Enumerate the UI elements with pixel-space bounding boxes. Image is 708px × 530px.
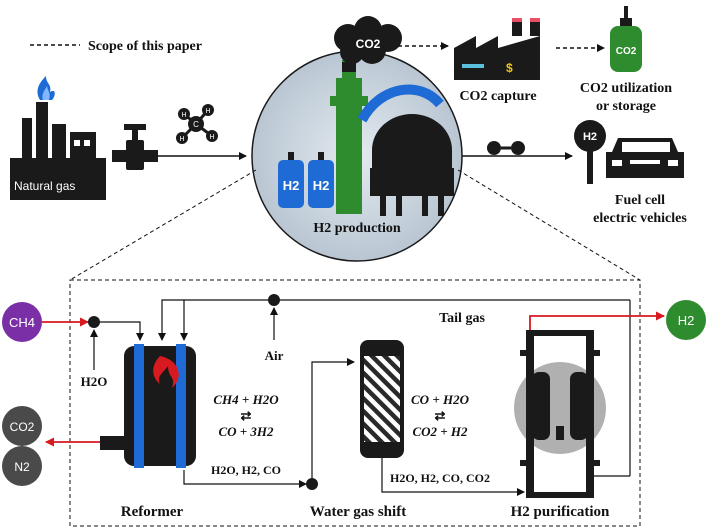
purification-unit-icon: [514, 330, 606, 498]
station-label: H2: [583, 131, 597, 143]
tail-gas-node: [268, 294, 280, 306]
wgs-label: Water gas shift: [310, 504, 406, 520]
tail-gas-to-reformer: [158, 299, 268, 341]
reformer-outlet-line: [183, 470, 307, 488]
fuel-cell-vehicle-icon: [574, 120, 684, 184]
reformer-icon: [100, 344, 196, 468]
wgs-reactor-icon: [360, 340, 404, 458]
cylinder-label-1: H2: [283, 178, 300, 193]
methane-molecule-icon: C H H H H: [176, 104, 218, 144]
eq1-arrow: ⇄: [241, 408, 252, 423]
eq1-top: CH4 + H2O: [213, 392, 279, 407]
co2-utilization-label-1: CO2 utilization: [580, 81, 672, 96]
wgs-feed-line: [311, 358, 355, 478]
n2-out-label: N2: [14, 460, 30, 474]
h2-plant-icon: [278, 60, 454, 216]
svg-text:$: $: [506, 61, 513, 75]
svg-text:H: H: [179, 136, 184, 143]
eq2-arrow: ⇄: [435, 408, 446, 423]
co2-utilization-label-2: or storage: [596, 99, 656, 114]
stream1-label: H2O, H2, CO: [211, 463, 281, 477]
co2-cloud-icon: [334, 16, 402, 72]
cylinder-label-2: H2: [313, 178, 330, 193]
tail-gas-label: Tail gas: [439, 311, 485, 326]
factory-icon: $: [454, 18, 540, 80]
co2-out-label: CO2: [10, 420, 35, 434]
ch4-node: [2, 302, 42, 342]
h2-out-label: H2: [678, 313, 695, 328]
co2-tank-label: CO2: [616, 46, 637, 57]
svg-text:H: H: [205, 108, 210, 115]
n2-out-node: [2, 446, 42, 486]
wgs-outlet-line: [381, 458, 525, 496]
co2-cloud-label: CO2: [356, 37, 381, 51]
co2-out-node: [2, 406, 42, 446]
co2-capture-label: CO2 capture: [459, 89, 536, 104]
scope-connector-right: [457, 169, 641, 281]
eq1-bottom: CO + 3H2: [218, 424, 274, 439]
h2-product-arrow: [529, 311, 665, 330]
eq2-top: CO + H2O: [411, 392, 470, 407]
mixing-node: [88, 316, 100, 328]
reformer-feed-line: [100, 321, 144, 341]
h2-production-label: H2 production: [313, 221, 400, 236]
h2-out-node: [666, 300, 706, 340]
purification-label: H2 purification: [511, 504, 610, 520]
wgs-inlet-node: [306, 478, 318, 490]
reformer-label: Reformer: [121, 504, 184, 520]
ch4-label: CH4: [9, 315, 35, 330]
h2o-label: H2O: [81, 374, 108, 389]
fuel-cell-label-2: electric vehicles: [593, 211, 687, 226]
h2-molecule-icon: [487, 141, 525, 155]
co2-tank-icon: [610, 6, 642, 72]
natural-gas-label: Natural gas: [14, 179, 75, 193]
fuel-cell-label-1: Fuel cell: [615, 193, 665, 208]
natural-gas-plant-icon: [10, 76, 106, 200]
eq2-bottom: CO2 + H2: [412, 424, 468, 439]
air-label: Air: [265, 348, 284, 363]
scope-connector-left: [69, 169, 257, 281]
svg-text:H: H: [209, 134, 214, 141]
scope-box: [69, 279, 641, 527]
svg-text:C: C: [193, 120, 199, 129]
valve-icon: [112, 124, 158, 170]
stream2-label: H2O, H2, CO, CO2: [390, 471, 490, 485]
legend-scope-label: Scope of this paper: [88, 39, 202, 54]
svg-text:H: H: [181, 112, 186, 119]
